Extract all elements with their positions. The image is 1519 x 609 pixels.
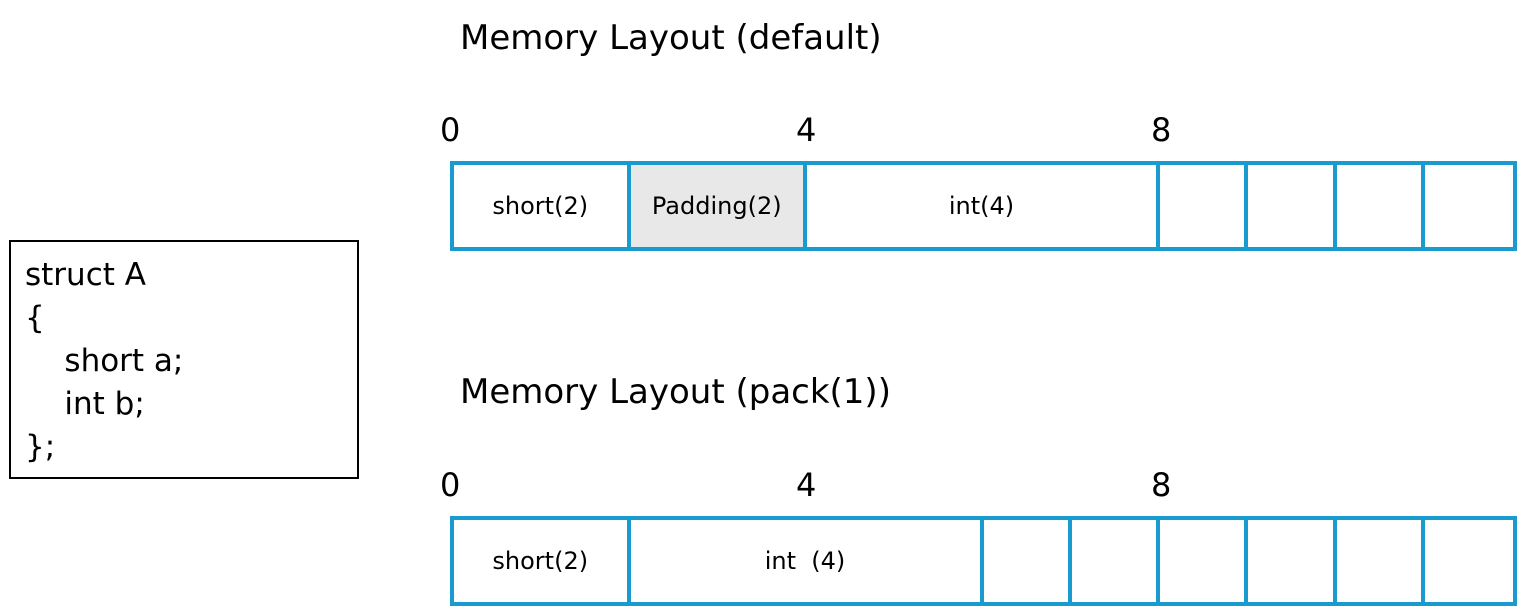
- offset-label: 8: [1151, 111, 1172, 149]
- memory-cell: Padding(2): [630, 165, 807, 247]
- memory-cell: int(4): [807, 165, 1160, 247]
- offset-label: 0: [440, 111, 461, 149]
- memory-cell-empty: [1160, 165, 1249, 247]
- memory-cell-empty: [983, 520, 1072, 602]
- memory-cell: int (4): [630, 520, 984, 602]
- code-line: {: [25, 300, 45, 336]
- memory-cell-empty: [1248, 520, 1337, 602]
- memory-cell-empty: [1248, 165, 1337, 247]
- offset-label: 4: [796, 111, 817, 149]
- memory-cell: short(2): [454, 165, 631, 247]
- offset-label: 8: [1151, 466, 1172, 504]
- memory-row-default: short(2)Padding(2)int(4): [450, 161, 1517, 251]
- code-line: struct A: [25, 257, 146, 293]
- memory-cell: short(2): [454, 520, 631, 602]
- memory-row-packed: short(2)int (4): [450, 516, 1517, 606]
- layout-title-default: Memory Layout (default): [460, 18, 882, 58]
- memory-cell-empty: [1336, 520, 1425, 602]
- struct-code-box: struct A { short a; int b; };: [9, 240, 359, 479]
- memory-cell-empty: [1160, 520, 1249, 602]
- offset-label: 4: [796, 466, 817, 504]
- code-line: short a;: [25, 343, 184, 379]
- memory-cell-empty: [1071, 520, 1160, 602]
- offset-label: 0: [440, 466, 461, 504]
- memory-cell-empty: [1424, 165, 1513, 247]
- layout-title-packed: Memory Layout (pack(1)): [460, 372, 891, 412]
- code-line: int b;: [25, 386, 145, 422]
- memory-cell-empty: [1336, 165, 1425, 247]
- memory-cell-empty: [1424, 520, 1513, 602]
- code-line: };: [25, 429, 56, 465]
